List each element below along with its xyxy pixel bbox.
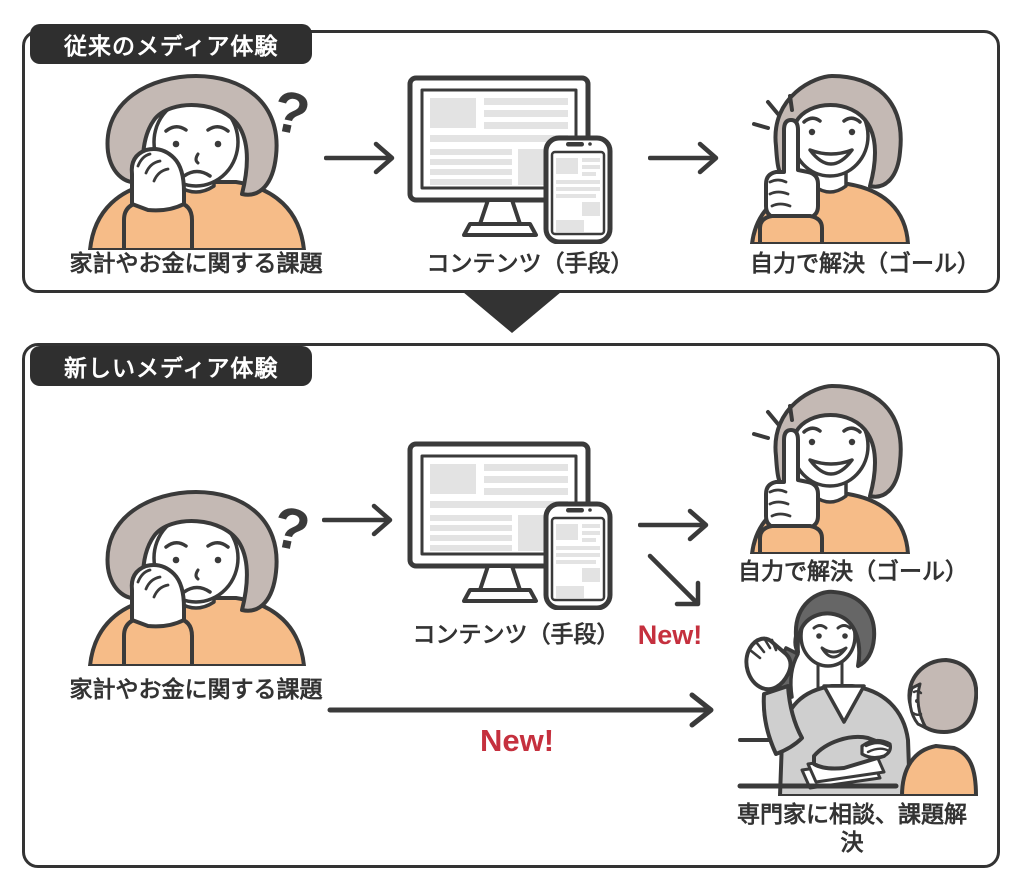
- devices-illustration: [406, 440, 622, 610]
- arrow-right-icon: [648, 140, 724, 176]
- panel-title-traditional: 従来のメディア体験: [64, 33, 279, 59]
- new-badge-consult-route: New!: [637, 620, 703, 650]
- devices-illustration: [406, 74, 622, 244]
- problem-label: 家計やお金に関する課題: [69, 676, 323, 702]
- arrow-diagonal-icon: [646, 552, 706, 616]
- new-badge-direct-route: New!: [479, 723, 555, 758]
- goal-label: 自力で解決（ゴール）: [738, 558, 968, 584]
- content-label: コンテンツ（手段）: [412, 621, 620, 647]
- arrow-right-icon: [322, 502, 398, 538]
- panel-title-badge-new: 新しいメディア体験: [30, 346, 313, 386]
- down-triangle-icon: [463, 292, 561, 333]
- content-label: コンテンツ（手段）: [426, 250, 634, 276]
- problem-label: 家計やお金に関する課題: [69, 250, 323, 276]
- worried-woman-illustration: [88, 490, 316, 666]
- arrow-right-icon: [638, 507, 714, 543]
- worried-woman-illustration: [88, 74, 316, 250]
- consultation-illustration: [726, 584, 978, 796]
- expert-label: 専門家に相談、課題解決: [737, 801, 967, 855]
- pointing-woman-illustration: [750, 74, 910, 244]
- goal-label: 自力で解決（ゴール）: [750, 250, 980, 276]
- panel-title-badge-traditional: 従来のメディア体験: [30, 24, 313, 64]
- panel-title-new: 新しいメディア体験: [64, 355, 279, 381]
- pointing-woman-illustration: [750, 384, 910, 554]
- arrow-right-icon: [324, 140, 400, 176]
